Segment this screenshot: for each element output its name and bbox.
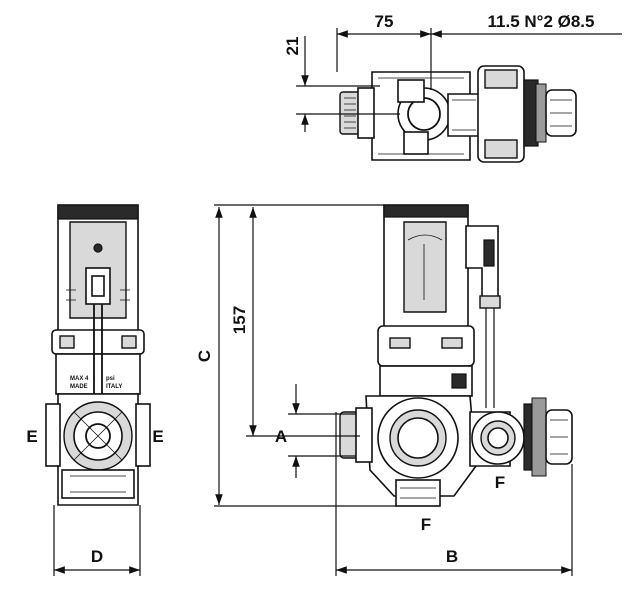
port-e-right-label: E	[152, 427, 163, 446]
dim-21-label: 21	[283, 37, 302, 56]
dim-nut-spec-label: 11.5 N°2 Ø8.5	[488, 12, 595, 31]
plate-italy-text: ITALY	[106, 384, 122, 390]
dim-75-label: 75	[375, 12, 394, 31]
front-view	[339, 204, 573, 507]
port-e-left-label: E	[26, 427, 37, 446]
dim-a-label: A	[275, 427, 287, 446]
plate-psi-text: psi	[106, 376, 115, 382]
top-view	[339, 65, 577, 163]
dim-157-label: 157	[230, 306, 249, 334]
top-dimensions: 75 11.5 N°2 Ø8.5 21	[283, 12, 622, 132]
front-dimensions: C 157 A B F F	[195, 204, 573, 576]
side-view: MAX 4 psi MADE ITALY	[45, 204, 151, 506]
dim-d-label: D	[91, 547, 103, 566]
plate-made-text: MADE	[70, 384, 88, 390]
port-f-right-label: F	[495, 473, 505, 492]
dim-c-label: C	[195, 350, 214, 362]
side-dimensions: E E D	[26, 427, 164, 576]
plate-max-text: MAX 4	[70, 376, 89, 382]
port-f-bottom-label: F	[421, 515, 431, 534]
dim-b-label: B	[446, 547, 458, 566]
